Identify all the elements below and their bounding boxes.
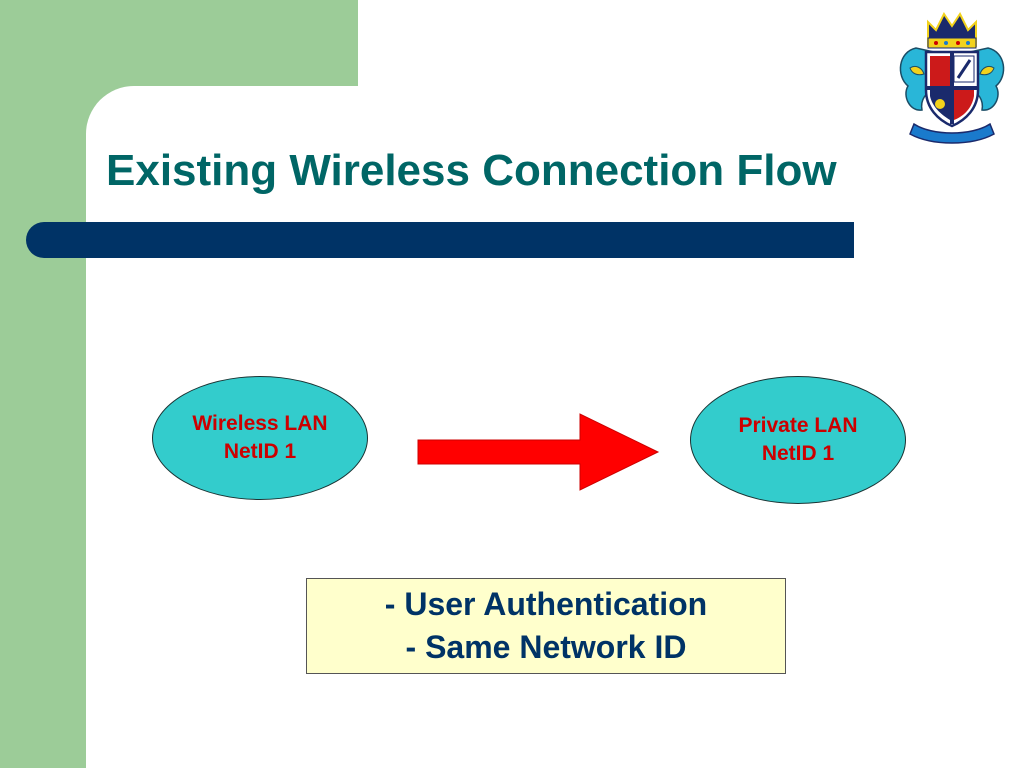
private-lan-node-netid: NetID 1 [761, 442, 835, 465]
right-arrow-icon [417, 413, 660, 491]
private-lan-node-label: Private LAN [738, 414, 858, 437]
private-lan-node: Private LAN NetID 1 [690, 376, 906, 504]
note-same-network-id: - Same Network ID [405, 629, 687, 665]
notes-box: - User Authentication - Same Network ID [306, 578, 786, 674]
title-underline-bar [26, 222, 854, 258]
wireless-lan-node-netid: NetID 1 [223, 440, 297, 463]
slide-title: Existing Wireless Connection Flow [106, 146, 837, 195]
wireless-lan-node-label: Wireless LAN [192, 412, 328, 435]
university-crest-icon [899, 12, 1005, 144]
wireless-lan-node: Wireless LAN NetID 1 [152, 376, 368, 500]
note-user-authentication: - User Authentication [384, 586, 708, 622]
